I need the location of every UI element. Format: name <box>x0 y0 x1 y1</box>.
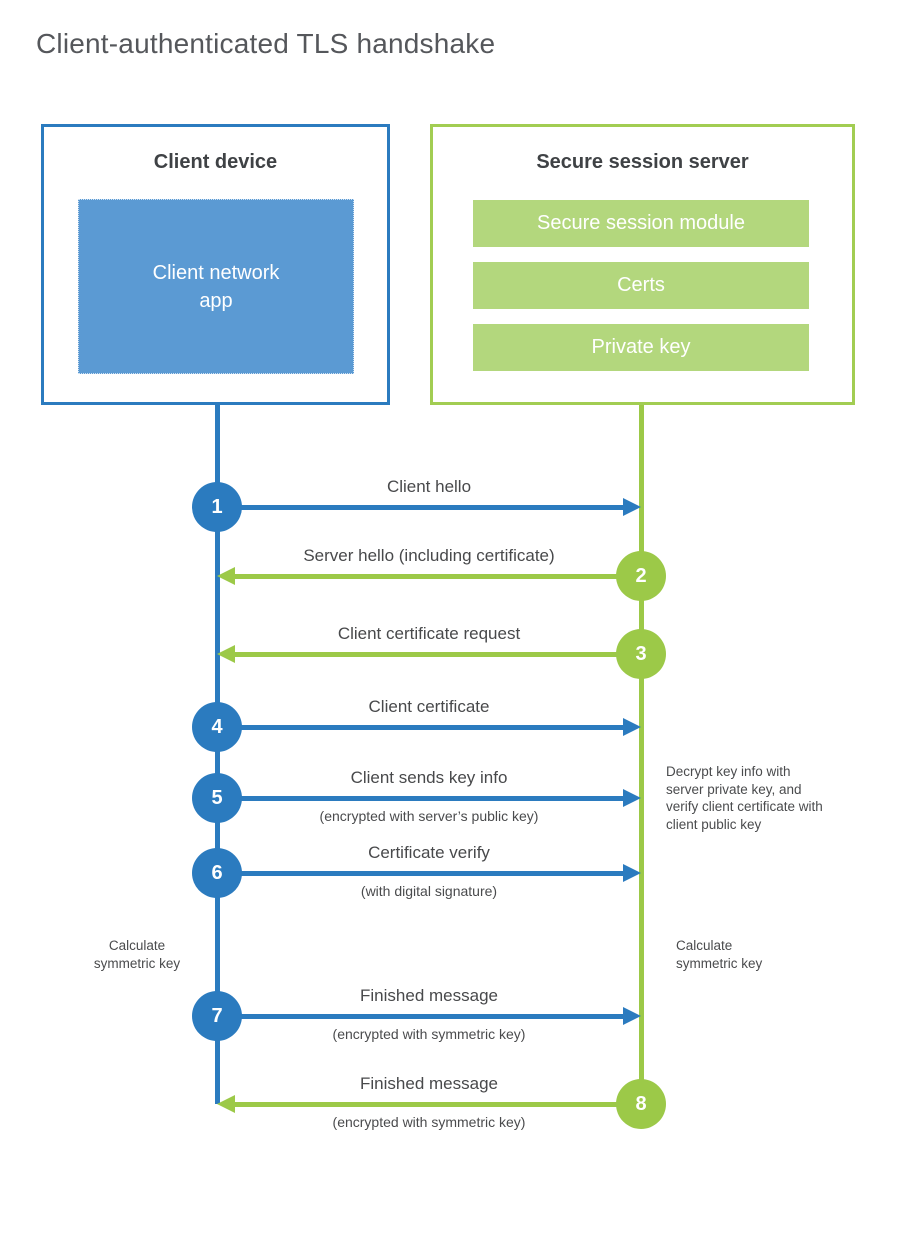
message-label: Finished message <box>360 986 498 1005</box>
step-number-badge: 3 <box>616 629 666 679</box>
arrow-head-left-icon <box>217 1095 235 1113</box>
arrow-line <box>217 724 627 730</box>
handshake-step-3: Client certificate request 3 <box>217 618 666 690</box>
step-number-badge: 4 <box>192 702 242 752</box>
client-network-app-label: Client network app <box>152 261 280 312</box>
decrypt-key-info-note: Decrypt key info with server private key… <box>666 764 823 832</box>
arrow-head-right-icon <box>623 864 641 882</box>
step-number-badge: 5 <box>192 773 242 823</box>
handshake-step-2: Server hello (including certificate) 2 <box>217 540 666 612</box>
server-module-certs: Certs <box>473 262 809 309</box>
server-lifeline <box>638 405 644 1104</box>
step-number-badge: 2 <box>616 551 666 601</box>
arrow-line <box>217 795 627 801</box>
client-device-heading: Client device <box>153 151 278 173</box>
handshake-step-1: Client hello 1 <box>192 471 641 543</box>
arrow-line <box>231 573 641 579</box>
arrow-head-left-icon <box>217 567 235 585</box>
client-lifeline <box>214 405 220 1104</box>
message-label: Client certificate <box>368 697 490 716</box>
page-title: Client-authenticated TLS handshake <box>36 28 496 59</box>
step-number-badge: 1 <box>192 482 242 532</box>
arrow-head-left-icon <box>217 645 235 663</box>
handshake-step-4: Client certificate 4 <box>192 691 641 763</box>
step-number-badge: 6 <box>192 848 242 898</box>
client-network-app-box: Client network app <box>78 199 354 374</box>
message-label: Finished message <box>360 1074 498 1093</box>
calculate-symmetric-key-note-client: Calculate symmetric key <box>93 938 181 971</box>
message-label: Client certificate request <box>337 624 521 643</box>
message-sublabel: (with digital signature) <box>360 883 498 899</box>
arrow-head-right-icon <box>623 498 641 516</box>
handshake-step-7: Finished message (encrypted with symmetr… <box>192 980 641 1052</box>
message-label: Client hello <box>386 477 472 496</box>
arrow-head-right-icon <box>623 789 641 807</box>
step-number-badge: 7 <box>192 991 242 1041</box>
message-sublabel: (encrypted with symmetric key) <box>332 1026 526 1042</box>
server-module-private-key: Private key <box>473 324 809 371</box>
handshake-step-5: Client sends key info (encrypted with se… <box>192 762 641 834</box>
arrow-head-right-icon <box>623 718 641 736</box>
message-label: Server hello (including certificate) <box>303 546 555 565</box>
handshake-step-6: Certificate verify (with digital signatu… <box>192 837 641 909</box>
arrow-head-right-icon <box>623 1007 641 1025</box>
arrow-line <box>231 651 641 657</box>
step-number-badge: 8 <box>616 1079 666 1129</box>
arrow-line <box>217 504 627 510</box>
message-label: Client sends key info <box>350 768 508 787</box>
server-module-secure-session: Secure session module <box>473 200 809 247</box>
arrow-line <box>217 870 627 876</box>
calculate-symmetric-key-note-server: Calculate symmetric key <box>676 938 763 971</box>
message-sublabel: (encrypted with server’s public key) <box>319 808 539 824</box>
arrow-line <box>231 1101 641 1107</box>
message-sublabel: (encrypted with symmetric key) <box>332 1114 526 1130</box>
arrow-line <box>217 1013 627 1019</box>
message-label: Certificate verify <box>368 843 490 862</box>
client-device-box: Client device Client network app <box>41 124 390 405</box>
server-heading: Secure session server <box>536 151 749 173</box>
handshake-step-8: Finished message (encrypted with symmetr… <box>217 1068 666 1140</box>
secure-session-server-box: Secure session server Secure session mod… <box>430 124 855 405</box>
